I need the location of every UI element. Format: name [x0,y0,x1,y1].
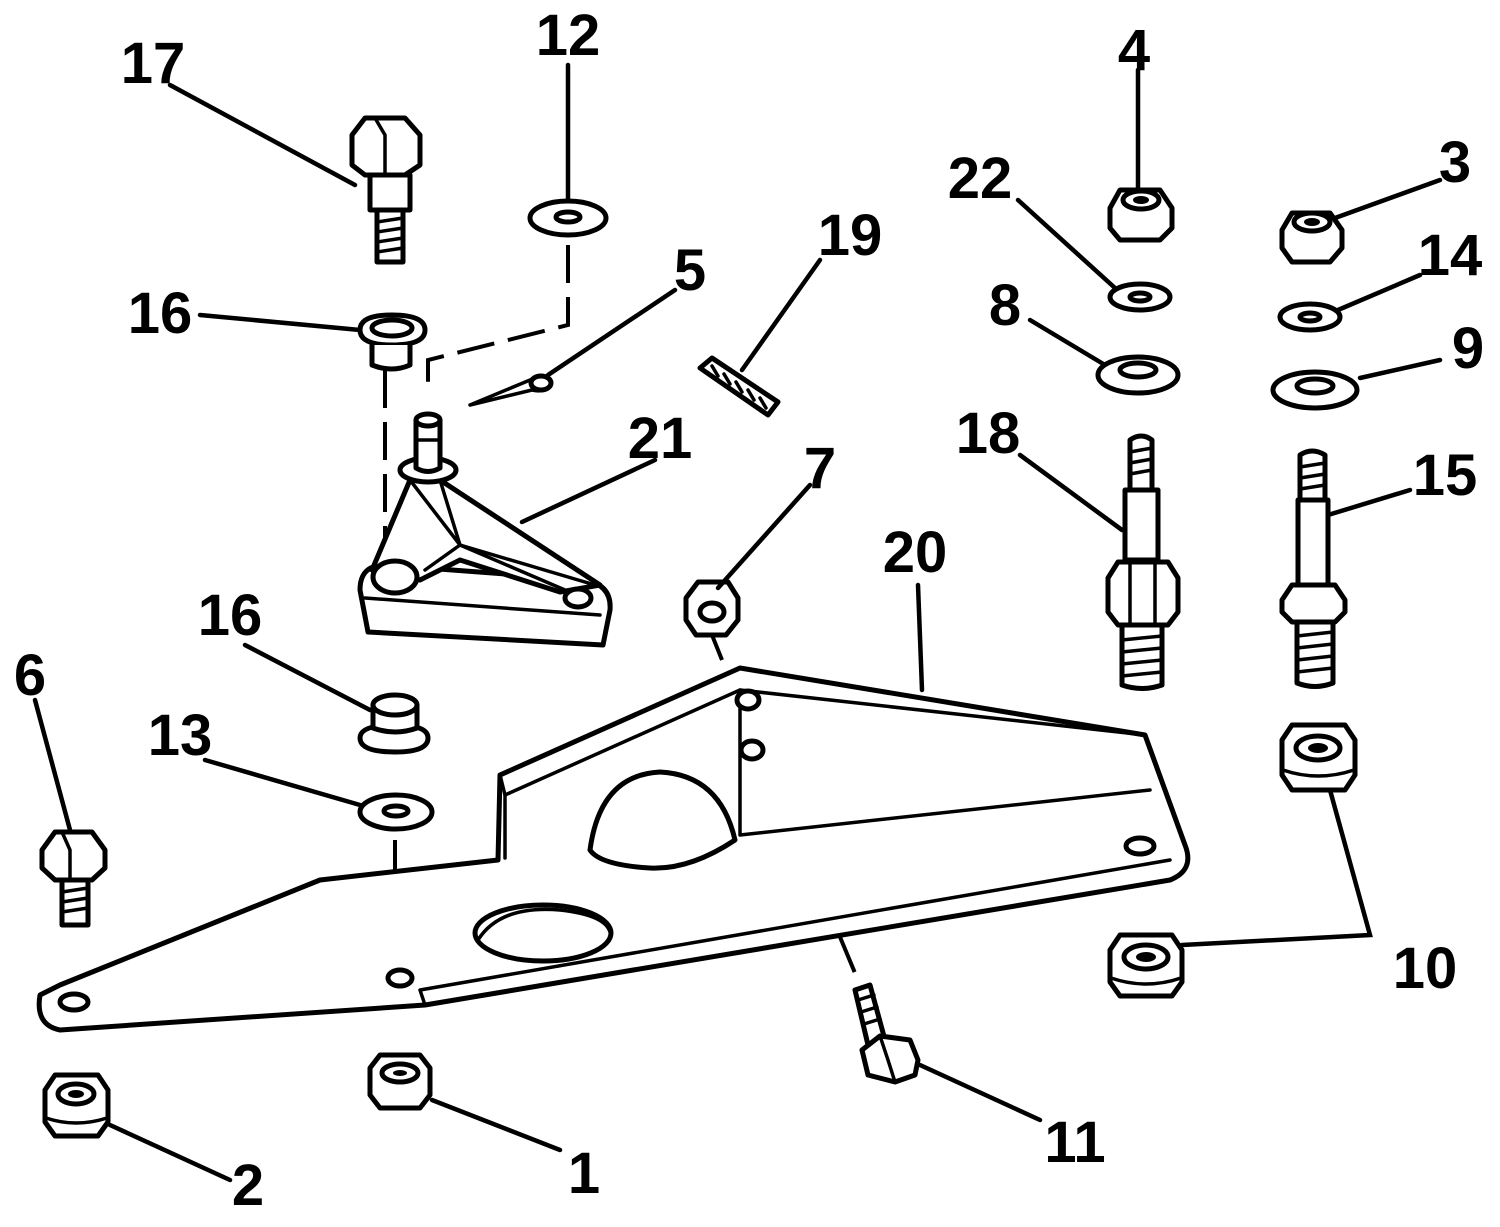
mounting-plate-part [36,665,1191,1033]
callout-1: 1 [568,1141,600,1206]
bushing-lower-part [357,692,431,755]
nut-1-part [367,1052,433,1111]
callout-13: 13 [148,703,213,768]
stud-15-part [1279,448,1348,689]
callout-15: 15 [1413,443,1478,508]
callout-17: 17 [121,31,186,96]
stud-18-part [1105,433,1181,691]
roll-pin-part [697,355,781,418]
callout-labels: 1 2 3 4 5 6 7 8 9 10 11 12 13 14 15 16 1… [14,3,1484,1218]
bolt-6-part [39,829,108,928]
callout-5: 5 [674,238,706,303]
callout-9: 9 [1452,316,1484,381]
locknut-4-part [1107,187,1175,243]
locknut-2-part [42,1072,111,1139]
washer-22-part [1107,281,1173,313]
nut-7-part [683,579,741,638]
washer-9-part [1270,369,1360,411]
washer-12-part [527,198,609,238]
locknut-3-part [1279,210,1345,265]
washer-14-part [1277,301,1343,333]
pivot-bracket-part [357,411,613,648]
callout-14: 14 [1418,223,1483,288]
washer-13-part [357,792,435,832]
callout-22: 22 [948,146,1013,211]
shoulder-bolt-part [349,115,423,265]
callout-16-lower: 16 [198,583,263,648]
callout-3: 3 [1439,130,1471,195]
bushing-upper-part [357,312,428,372]
washer-8-part [1095,354,1181,396]
leader-lines [32,62,1443,1183]
callout-8: 8 [989,273,1021,338]
callout-18: 18 [956,401,1021,466]
callout-21: 21 [628,406,693,471]
locknut-10-upper-part [1279,722,1358,793]
callout-4: 4 [1118,18,1150,83]
callout-7: 7 [804,436,836,501]
callout-20: 20 [883,520,948,585]
callout-19: 19 [818,203,883,268]
callout-11: 11 [1044,1110,1105,1175]
callout-16-upper: 16 [128,281,193,346]
callout-2: 2 [232,1153,264,1218]
locknut-10-lower-part [1107,932,1185,999]
callout-6: 6 [14,643,46,708]
callout-10: 10 [1393,936,1458,1001]
bolt-11-part [852,982,921,1085]
cotter-pin-part [468,373,554,407]
callout-12: 12 [536,3,601,68]
